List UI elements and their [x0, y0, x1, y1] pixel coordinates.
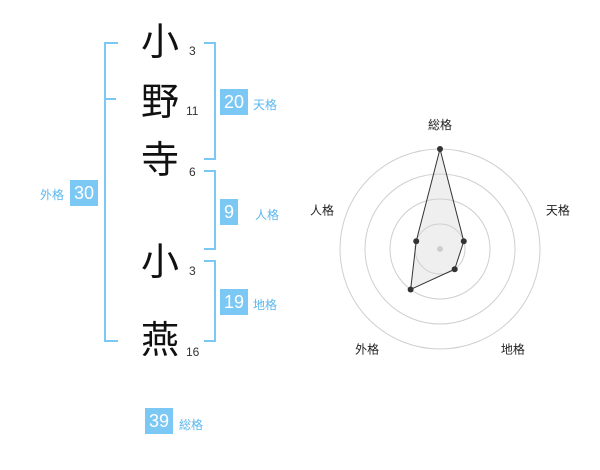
jinkaku-value: 9: [220, 199, 238, 225]
surname-char-1: 小: [140, 20, 179, 64]
given-char-2-strokes: 16: [186, 345, 200, 359]
chikaku-value: 19: [220, 289, 249, 315]
radar-axis-label-3: 外格: [355, 341, 379, 356]
radar-axis-label-1: 天格: [546, 203, 570, 218]
jinkaku-bracket: [204, 170, 216, 250]
surname-char-3: 寺: [140, 138, 179, 182]
tenkaku-label: 天格: [253, 98, 278, 112]
given-char-1-strokes: 3: [189, 264, 196, 278]
surname-char-2-strokes: 11: [186, 104, 199, 118]
radar-ring-3: [364, 173, 516, 325]
radar-point-4: [413, 238, 420, 245]
given-char-1: 小: [140, 240, 179, 284]
gaikaku-label: 外格: [40, 188, 65, 202]
radar-point-1: [460, 238, 467, 245]
soukaku-label: 総格: [179, 418, 204, 432]
radar-point-2: [451, 266, 458, 273]
surname-char-2: 野: [140, 80, 179, 124]
chikaku-bracket: [204, 260, 216, 342]
gaikaku-bracket-tick: [104, 98, 116, 100]
tenkaku-value: 20: [220, 89, 249, 115]
radar-axis-label-2: 地格: [501, 341, 525, 356]
jinkaku-label: 人格: [255, 208, 280, 222]
soukaku-value: 39: [145, 408, 174, 434]
surname-char-3-strokes: 6: [189, 165, 196, 179]
radar-ring-2: [389, 198, 491, 300]
radar-axis-label-4: 人格: [310, 203, 334, 218]
radar-point-0: [437, 146, 443, 152]
surname-char-1-strokes: 3: [189, 44, 196, 58]
radar-center-dot: [437, 246, 443, 252]
chikaku-label: 地格: [253, 298, 278, 312]
gaikaku-bracket: [104, 42, 118, 342]
tenkaku-bracket: [204, 42, 216, 160]
radar-axis-label-0: 総格: [428, 117, 452, 132]
radar-series-polygon: [410, 148, 465, 291]
gaikaku-value: 30: [70, 180, 99, 206]
radar-point-3: [407, 286, 414, 293]
given-char-2: 燕: [140, 318, 179, 362]
